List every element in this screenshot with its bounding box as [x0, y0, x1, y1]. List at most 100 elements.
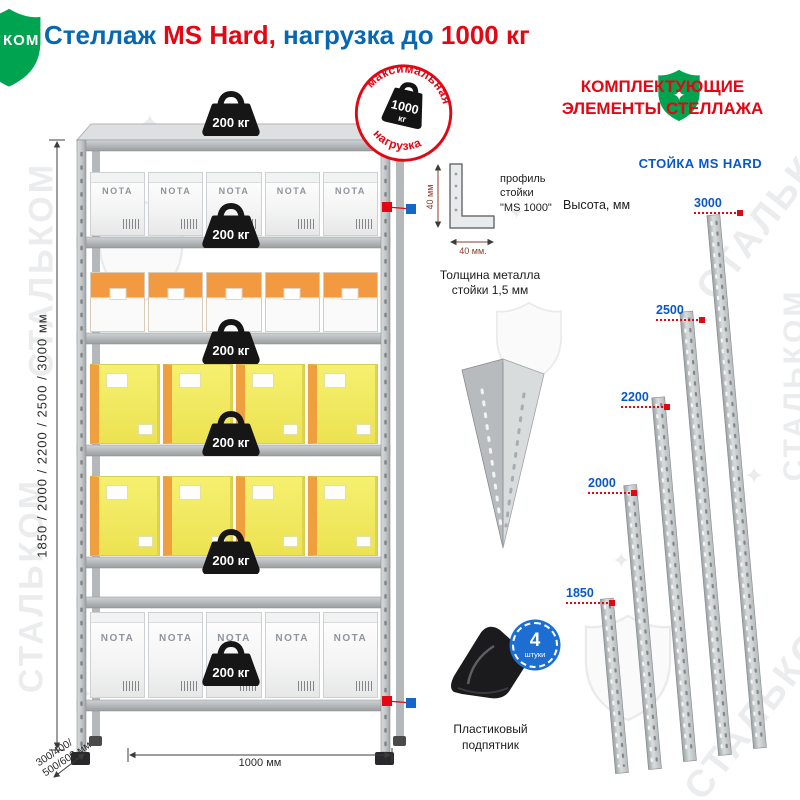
blue-marker-square	[406, 698, 416, 708]
badge-value: 1000	[390, 97, 420, 117]
upright-post-2200	[651, 396, 697, 762]
page-title: Стеллаж MS Hard, нагрузка до 1000 кг	[44, 20, 530, 51]
storage-box: NOTA	[148, 172, 204, 236]
quantity-unit: штуки	[524, 650, 546, 660]
box-brand-label: NOTA	[217, 633, 251, 644]
red-marker-square	[631, 490, 637, 496]
brand-shield-icon: ✦	[658, 69, 700, 122]
plastic-foot-image	[451, 626, 527, 699]
dotted-leader-line	[656, 317, 705, 323]
title-part: 1000 кг	[440, 20, 530, 50]
corner-profile-image	[461, 358, 545, 549]
height-label-2200: 2200	[621, 390, 670, 410]
weight-label: 200 кг	[212, 435, 250, 450]
width-dimension-label: 1000 мм	[238, 757, 282, 769]
upright-title: СТОЙКА MS HARD	[638, 156, 762, 171]
storage-box: NOTA	[148, 612, 204, 698]
brand-shield-text: КОМ	[3, 32, 40, 49]
components-heading-line1: КОМПЛЕКТУЮЩИЕ	[580, 77, 745, 96]
callout-markers	[382, 202, 416, 708]
box-brand-label: NOTA	[218, 186, 250, 196]
thickness-note: Толщина металла стойки 1,5 мм	[439, 268, 541, 297]
storage-box: NOTA	[264, 612, 320, 698]
paper-pack	[90, 364, 160, 444]
storage-box: NOTA	[322, 172, 379, 236]
components-heading-line2: ЭЛЕМЕНТЫ СТЕЛЛАЖА	[561, 99, 764, 119]
upright-post-2500	[679, 310, 732, 756]
storage-box	[90, 272, 146, 332]
red-marker-square	[382, 696, 392, 706]
box-brand-label: NOTA	[102, 186, 134, 196]
weight-icon: 200 кг	[193, 528, 269, 575]
box-brand-label: NOTA	[100, 633, 135, 644]
blue-marker-square	[406, 204, 416, 214]
weight-icon: 200 кг	[193, 202, 269, 249]
profile-width-dim: 40 мм.	[459, 246, 487, 256]
weight-label: 200 кг	[212, 553, 250, 568]
box-brand-label: NOTA	[333, 633, 368, 644]
weight-icon: 200 кг	[193, 410, 269, 457]
red-marker-square	[737, 210, 743, 216]
red-marker-square	[699, 317, 705, 323]
plastic-foot-label: Пластиковый подпятник	[453, 722, 528, 752]
storage-box	[264, 272, 320, 332]
shelf-row-white-boxes: NOTA NOTA NOTA NOTA NOTA	[90, 172, 379, 236]
box-brand-label: NOTA	[160, 186, 192, 196]
storage-box: NOTA	[264, 172, 320, 236]
storage-box	[148, 272, 204, 332]
upright-posts-image	[599, 214, 767, 774]
height-label-3000: 3000	[694, 196, 743, 216]
dotted-leader-line	[566, 600, 615, 606]
weight-label: 200 кг	[212, 115, 250, 130]
sparkle-icon: ✦	[612, 548, 631, 573]
box-brand-label: NOTA	[159, 633, 193, 644]
components-heading: КОМПЛЕКТУЮЩИЕ ЭЛЕМЕНТЫ СТЕЛЛАЖА	[535, 76, 790, 120]
dotted-leader-line	[621, 404, 670, 410]
box-brand-label: NOTA	[276, 186, 308, 196]
storage-box: NOTA	[90, 172, 146, 236]
badge-unit: кг	[397, 113, 407, 125]
upright-post-1850	[599, 597, 629, 774]
sparkle-icon: ✦	[673, 87, 686, 104]
quantity-badge: 4 штуки	[512, 622, 558, 668]
shelf-row-white-boxes: NOTA NOTA NOTA NOTA NOTA	[90, 612, 379, 698]
height-label-2000: 2000	[588, 476, 637, 496]
paper-pack	[90, 476, 160, 556]
title-part: Стеллаж	[44, 20, 164, 50]
upright-post-2000	[623, 484, 662, 770]
paper-pack	[162, 364, 233, 444]
shelf-row-orange-boxes	[90, 272, 379, 332]
weight-icon: 200 кг	[193, 90, 269, 137]
title-part: MS Hard,	[163, 20, 276, 50]
storage-box	[322, 272, 379, 332]
dotted-leader-line	[588, 490, 637, 496]
weight-icon: 200 кг	[193, 318, 269, 365]
box-brand-label: NOTA	[275, 633, 309, 644]
sparkle-icon: ✦	[508, 202, 525, 224]
quantity-number: 4	[529, 630, 541, 652]
storage-box: NOTA	[322, 612, 379, 698]
red-marker-square	[382, 202, 392, 212]
weight-icon: 200 кг	[193, 640, 269, 687]
brand-shield-icon	[0, 8, 41, 87]
height-dimension-label: 1850 / 2000 / 2200 / 2500 / 3000 мм	[34, 313, 50, 558]
shelf-row-paper-packs	[90, 364, 378, 444]
weight-label: 200 кг	[212, 227, 250, 242]
upright-post-3000	[706, 214, 767, 749]
height-label-1850: 1850	[566, 586, 615, 606]
red-marker-square	[664, 404, 670, 410]
sparkle-icon: ✦	[744, 463, 765, 490]
paper-pack	[308, 476, 378, 556]
storage-box: NOTA	[90, 612, 146, 698]
dotted-leader-line	[694, 210, 743, 216]
weight-label: 200 кг	[212, 665, 250, 680]
box-brand-label: NOTA	[334, 186, 366, 196]
post-profile-diagram	[434, 163, 495, 246]
dimension-lines	[49, 139, 393, 778]
paper-pack	[308, 364, 378, 444]
weight-label: 200 кг	[212, 343, 250, 358]
title-part: нагрузка до	[275, 20, 441, 50]
height-label-2500: 2500	[656, 303, 705, 323]
height-axis-label: Высота, мм	[563, 198, 631, 212]
